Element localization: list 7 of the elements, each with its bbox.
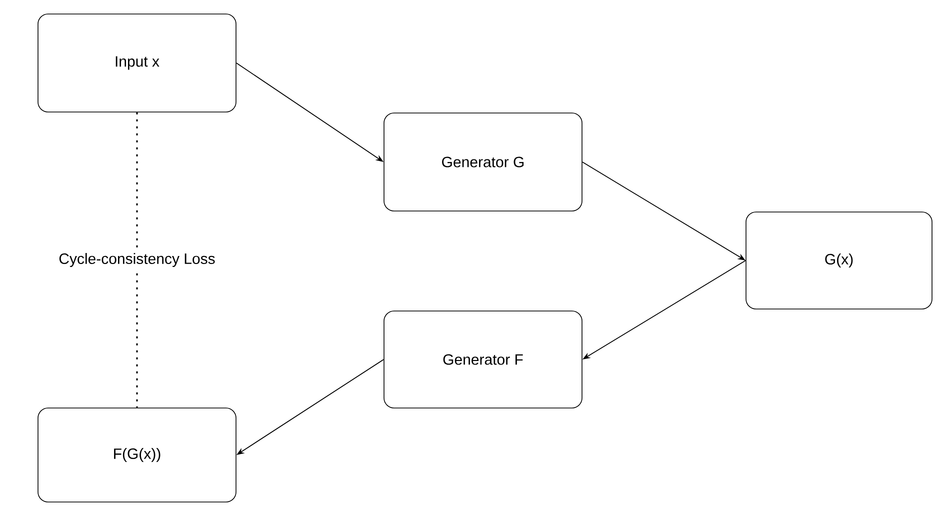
process-box: G(x) xyxy=(746,212,932,310)
dotted-line xyxy=(136,112,138,408)
process-box: Input x xyxy=(38,14,236,112)
process-box: F(G(x)) xyxy=(38,408,236,502)
process-box: Generator F xyxy=(384,310,582,408)
process-box: Generator G xyxy=(384,112,582,212)
edge-label: Cycle-consistency Loss xyxy=(56,251,218,269)
